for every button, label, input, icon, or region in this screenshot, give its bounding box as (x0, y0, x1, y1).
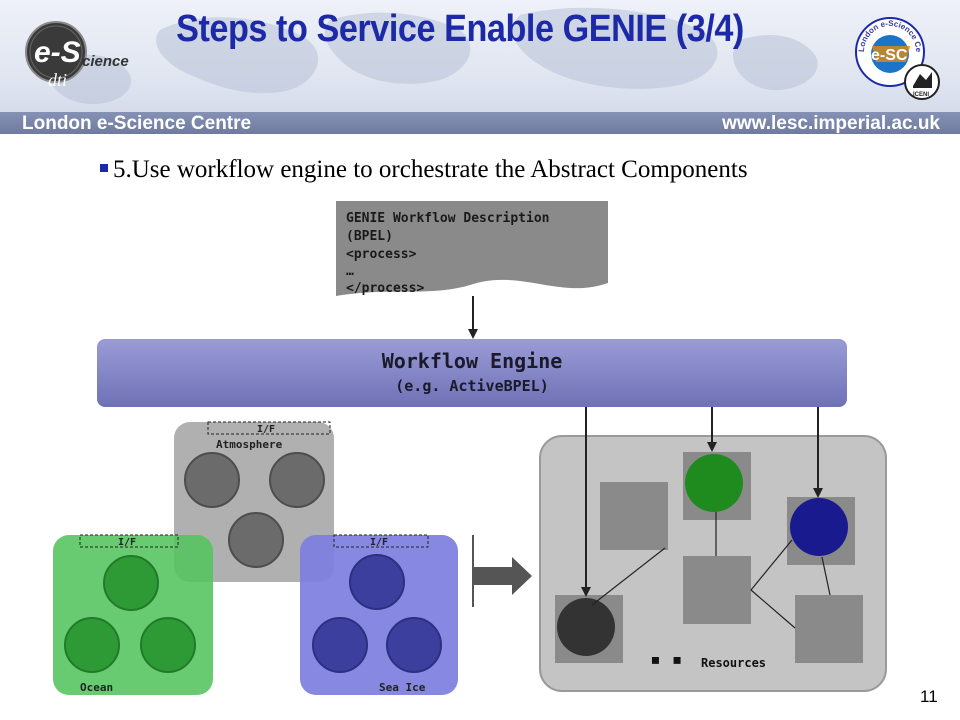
bullet-text: 5.Use workflow engine to orchestrate the… (113, 156, 748, 183)
sea-ice-label: Sea Ice (379, 681, 426, 694)
sea-ice-component: I/F Sea Ice (300, 534, 458, 695)
ocean-component: I/F Ocean (53, 534, 213, 695)
ocean-label: Ocean (80, 681, 113, 694)
atmosphere-component: I/F Atmosphere (174, 421, 334, 582)
atmosphere-label: Atmosphere (216, 438, 283, 451)
bpel-document: GENIE Workflow Description (BPEL) <proce… (336, 201, 608, 296)
square-bullet-icon (100, 164, 108, 172)
slide-header: Steps to Service Enable GENIE (3/4) Lond… (0, 0, 960, 134)
resources-panel: ▪ ▪ Resources (539, 435, 887, 692)
resource-box-1 (600, 482, 668, 550)
logo-left-sub-text: dti (48, 70, 67, 90)
resource-link-4 (750, 539, 793, 591)
ocean-if-label: I/F (118, 537, 136, 548)
resource-box-5 (795, 595, 863, 663)
logo-right-badge-text: ICENI (913, 92, 929, 98)
page-number: 11 (920, 687, 938, 706)
bullet-point: 5.Use workflow engine to orchestrate the… (100, 156, 748, 184)
engine-subtitle: (e.g. ActiveBPEL) (395, 377, 549, 395)
resources-label: Resources (701, 656, 766, 670)
logo-right-main-text: e-SC (871, 47, 908, 64)
logo-left-tail-text: cience (82, 53, 129, 70)
atmosphere-if-label: I/F (257, 424, 275, 435)
bpel-line-5: </process> (346, 281, 424, 296)
workflow-engine-bar: Workflow Engine (e.g. ActiveBPEL) (97, 339, 847, 407)
resource-node-dark (557, 598, 615, 656)
resources-ellipsis: ▪ ▪ (650, 649, 683, 670)
slide-title: Steps to Service Enable GENIE (3/4) (176, 8, 744, 50)
header-band (0, 112, 960, 134)
header-url[interactable]: www.lesc.imperial.ac.uk (722, 113, 940, 134)
resource-box-3 (683, 556, 751, 624)
sea-ice-if-label: I/F (370, 537, 388, 548)
bpel-line-4: … (346, 264, 354, 279)
header-org-name: London e-Science Centre (22, 113, 252, 134)
big-right-arrow (472, 557, 532, 595)
engine-title: Workflow Engine (382, 349, 563, 373)
bpel-line-2: (BPEL) (346, 229, 393, 244)
logo-left-main-text: e-S (34, 36, 81, 69)
lesc-logo: London e-Science Centre e-SC ICENI (850, 12, 940, 100)
resource-link-3 (750, 589, 796, 629)
bpel-line-3: <process> (346, 247, 417, 262)
e-science-dti-logo: e-S cience dti (25, 21, 129, 90)
resource-link-5 (821, 556, 831, 596)
resource-node-green (685, 454, 743, 512)
bpel-line-1: GENIE Workflow Description (346, 211, 550, 226)
resource-link-1 (591, 547, 666, 606)
resource-node-blue (790, 498, 848, 556)
